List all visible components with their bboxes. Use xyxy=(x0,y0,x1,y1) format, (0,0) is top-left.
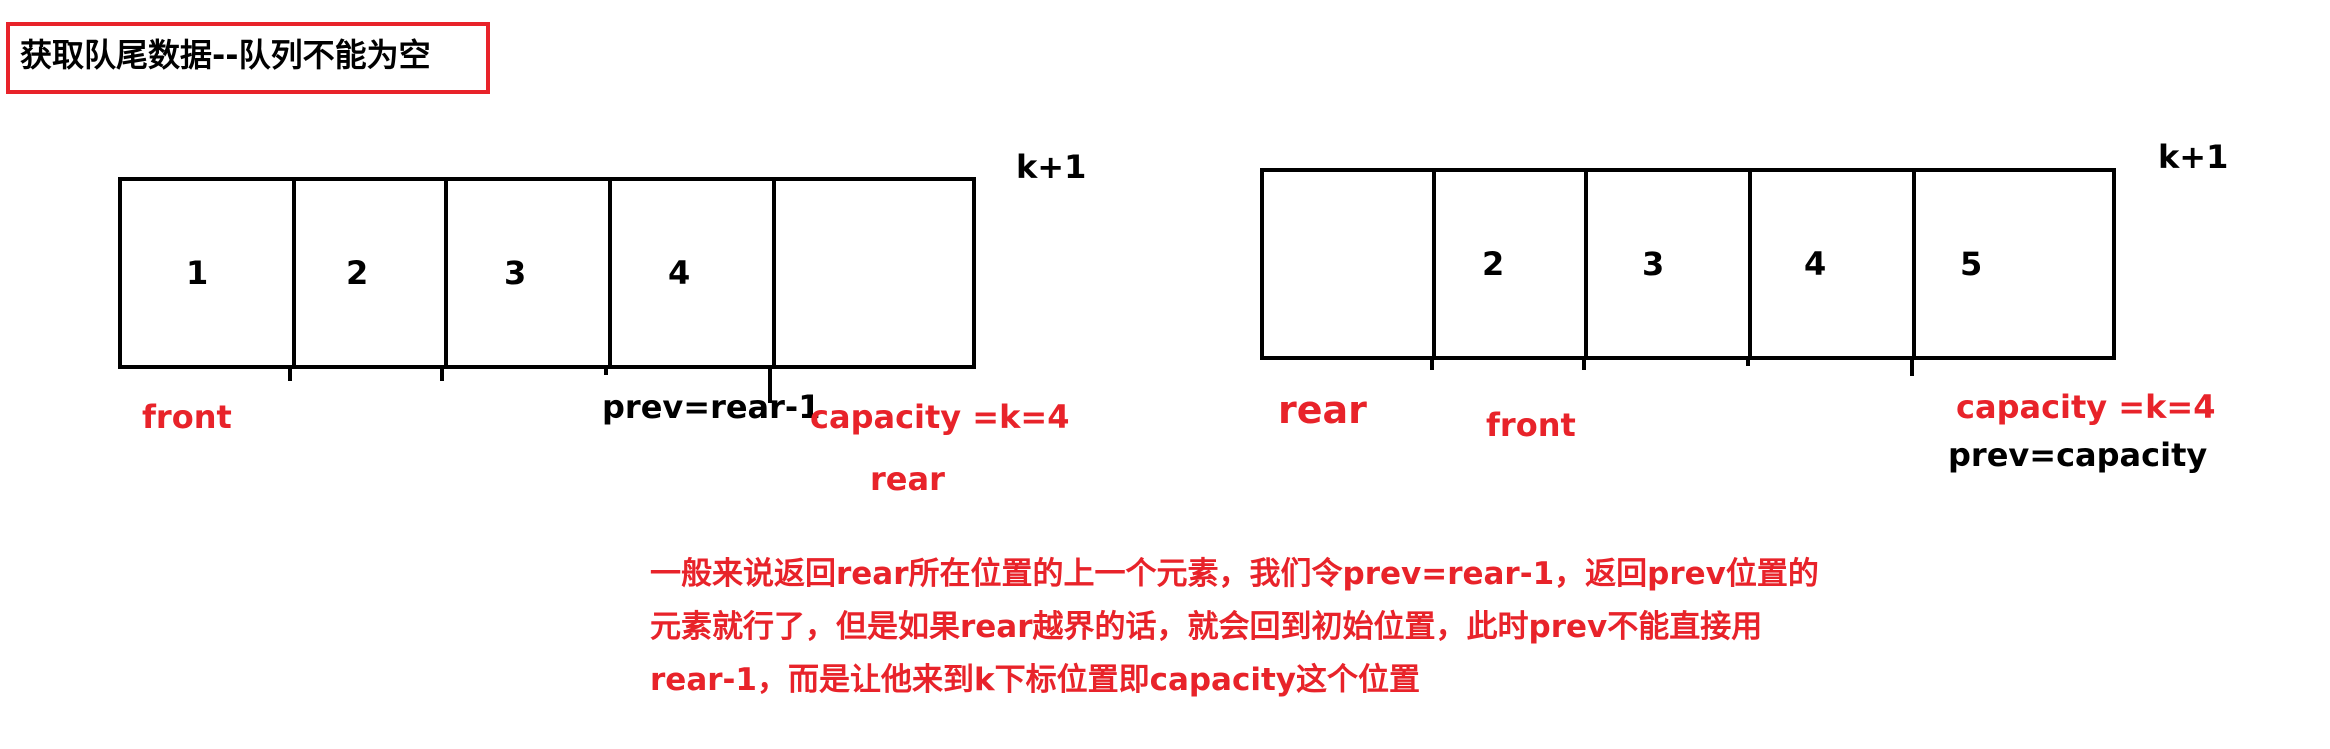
left-queue: 1 2 3 4 xyxy=(118,177,976,369)
right-queue: 2 3 4 5 xyxy=(1260,168,2116,360)
right-cell-3-value: 4 xyxy=(1804,245,1827,283)
page-title: 获取队尾数据--队列不能为空 xyxy=(20,36,431,74)
title-box xyxy=(6,22,490,94)
right-cell-3: 4 xyxy=(1752,172,1916,356)
right-divider-tick xyxy=(1582,356,1586,370)
left-cell-0-value: 1 xyxy=(186,254,209,292)
right-cell-1-value: 2 xyxy=(1482,245,1505,283)
right-cell-1: 2 xyxy=(1436,172,1588,356)
explanation-note: 一般来说返回rear所在位置的上一个元素，我们令prev=rear-1，返回pr… xyxy=(650,548,1950,707)
explanation-line-2: 元素就行了，但是如果rear越界的话，就会回到初始位置，此时prev不能直接用 xyxy=(650,609,1763,645)
right-rear-label: rear xyxy=(1278,388,1367,432)
left-capacity-label: capacity =k=4 xyxy=(810,398,1070,436)
explanation-line-1: 一般来说返回rear所在位置的上一个元素，我们令prev=rear-1，返回pr… xyxy=(650,556,1819,592)
right-divider-tick xyxy=(1746,356,1750,366)
left-cell-1: 2 xyxy=(296,181,448,365)
left-divider-tick xyxy=(288,365,292,381)
right-size-label: k+1 xyxy=(2158,138,2229,176)
right-cell-2: 3 xyxy=(1588,172,1752,356)
right-divider-tick xyxy=(1430,356,1434,370)
left-divider-tick xyxy=(604,365,608,375)
left-cell-4 xyxy=(776,181,972,365)
explanation-line-3: rear-1，而是让他来到k下标位置即capacity这个位置 xyxy=(650,662,1421,698)
right-divider-tick xyxy=(1910,356,1914,376)
right-cell-4: 5 xyxy=(1916,172,2112,356)
left-cell-1-value: 2 xyxy=(346,254,369,292)
left-cell-2-value: 3 xyxy=(504,254,527,292)
right-cell-2-value: 3 xyxy=(1642,245,1665,283)
left-rear-label: rear xyxy=(870,460,945,498)
left-cell-3: 4 xyxy=(612,181,776,365)
right-cell-4-value: 5 xyxy=(1960,245,1983,283)
left-cell-3-value: 4 xyxy=(668,254,691,292)
right-prev-label: prev=capacity xyxy=(1948,436,2208,474)
left-prev-label: prev=rear-1 xyxy=(602,388,821,426)
right-capacity-label: capacity =k=4 xyxy=(1956,388,2216,426)
left-front-label: front xyxy=(142,398,232,436)
right-cell-0 xyxy=(1264,172,1436,356)
left-cell-0: 1 xyxy=(122,181,296,365)
left-divider-tick xyxy=(768,365,772,403)
left-cell-2: 3 xyxy=(448,181,612,365)
left-divider-tick xyxy=(440,365,444,381)
right-front-label: front xyxy=(1486,406,1576,444)
left-size-label: k+1 xyxy=(1016,148,1087,186)
